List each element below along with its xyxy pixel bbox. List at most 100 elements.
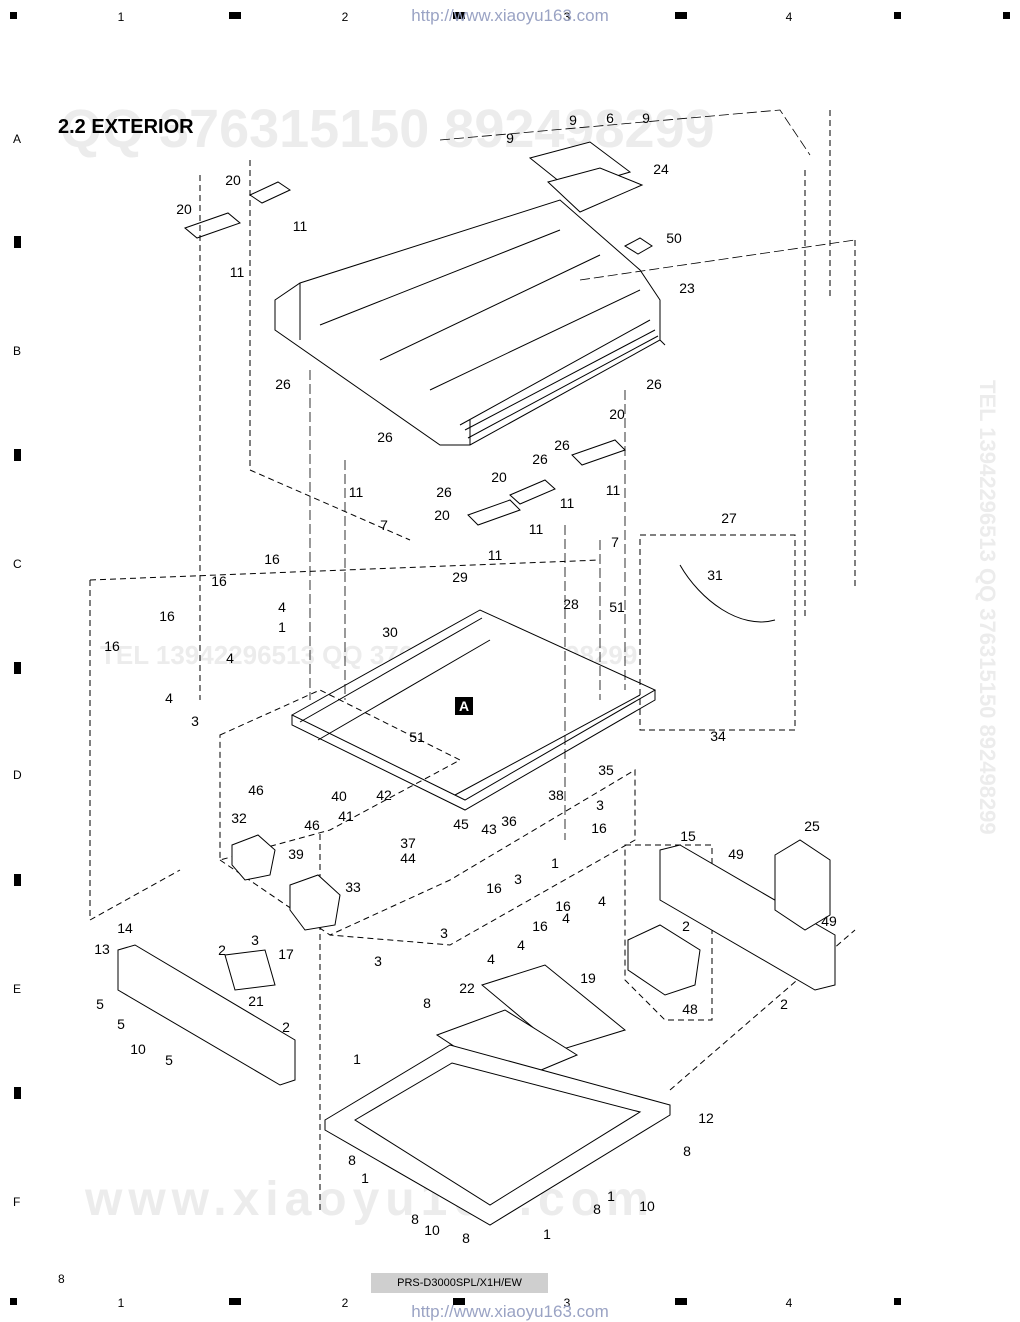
part-callout: 11 [606,482,621,498]
part-callout: 9 [506,130,514,146]
part-callout: 51 [409,729,425,745]
part-callout: 31 [707,567,723,583]
bracket-17 [224,949,276,991]
cover-25 [774,839,831,931]
column-number: 1 [117,1296,125,1310]
part-callout: 11 [230,264,245,280]
part-callout: 4 [165,690,173,706]
part-callout: 3 [440,925,448,941]
bracket-20 [571,439,626,466]
part-callout: 3 [191,713,199,729]
column-number: 4 [785,1296,793,1310]
part-callout: 46 [248,782,264,798]
part-callout: 9 [642,110,650,126]
source-url-bottom[interactable]: http://www.xiaoyu163.com [411,1302,609,1321]
part-callout: 11 [488,547,503,563]
part-callout: 23 [679,280,695,296]
marker-a-label: A [459,698,469,714]
part-callout: 2 [218,942,226,958]
part-callout: 8 [423,995,431,1011]
part-callout: 16 [591,820,607,836]
part-callout: 11 [560,495,575,511]
corner-mark [1003,12,1010,19]
part-callout: 45 [453,816,469,832]
model-number: PRS-D3000SPL/X1H/EW [371,1273,548,1293]
part-callout: 16 [532,918,548,934]
grid-mark [229,1298,241,1305]
part-callout: 26 [554,437,570,453]
part-callout: 17 [278,946,294,962]
corner-mark [10,12,17,19]
part-callout: 22 [459,980,475,996]
part-callout: 32 [231,810,247,826]
part-callout: 16 [264,551,280,567]
part-callout: 14 [117,920,133,936]
part-callout: 38 [548,787,564,803]
row-letter: E [13,982,22,996]
part-33 [289,874,341,931]
row-letter: D [13,768,22,782]
part-callout: 44 [400,850,416,866]
part-callout: 25 [804,818,820,834]
part-callout: 1 [543,1226,551,1242]
part-callout: 36 [501,813,517,829]
part-callout: 19 [580,970,596,986]
part-callout: 27 [721,510,737,526]
part-callout: 10 [424,1222,440,1238]
part-50 [623,237,653,255]
part-callout: 16 [555,898,571,914]
section-title: 2.2 EXTERIOR [58,116,194,138]
part-callout: 11 [293,218,308,234]
corner-mark [10,1298,17,1305]
bracket-20 [467,499,521,526]
column-number: 3 [563,1296,571,1310]
part-callout: 8 [348,1152,356,1168]
part-callout: 2 [682,918,690,934]
part-callout: 34 [710,728,726,744]
part-callout: 7 [611,534,619,550]
part-callout: 41 [338,808,354,824]
row-letter: C [13,557,22,571]
row-letter: B [13,344,22,358]
part-callout: 21 [248,993,264,1009]
part-callout: 20 [609,406,625,422]
part-callout: 2 [282,1019,290,1035]
part-32 [231,834,276,881]
part-callout: 8 [683,1143,691,1159]
dashed-groups [89,110,856,1210]
part-callout: 10 [639,1198,655,1214]
part-callout: 4 [598,893,606,909]
part-callout: 20 [225,172,241,188]
part-callout: 3 [514,871,522,887]
column-number: 2 [341,1296,349,1310]
part-callout: 12 [698,1110,714,1126]
part-callout: 4 [226,650,234,666]
source-url[interactable]: http://www.xiaoyu163.com [411,6,609,25]
part-callout: 9 [569,112,577,128]
part-callout: 8 [593,1201,601,1217]
part-callout: 26 [275,376,291,392]
part-callout: 35 [598,762,614,778]
row-letter: A [13,132,22,146]
part-callout: 8 [411,1211,419,1227]
terminal-48 [627,924,701,996]
row-letter: F [13,1195,21,1209]
bracket-20 [184,212,241,239]
part-callout: 16 [104,638,120,654]
part-callout: 5 [96,996,104,1012]
part-callout: 49 [728,846,744,862]
part-callout: 24 [653,161,669,177]
alignment-lines [309,109,856,840]
part-callout: 33 [345,879,361,895]
part-callout: 50 [666,230,682,246]
part-callout: 16 [159,608,175,624]
grid-mark [675,1298,687,1305]
corner-mark [894,12,901,19]
page-number: 8 [58,1272,65,1286]
part-callout: 4 [562,910,570,926]
grid-mark [453,1298,465,1305]
part-callout: 16 [211,573,227,589]
part-callout: 26 [532,451,548,467]
grid-mark [675,12,687,19]
part-callout: 49 [821,913,837,929]
